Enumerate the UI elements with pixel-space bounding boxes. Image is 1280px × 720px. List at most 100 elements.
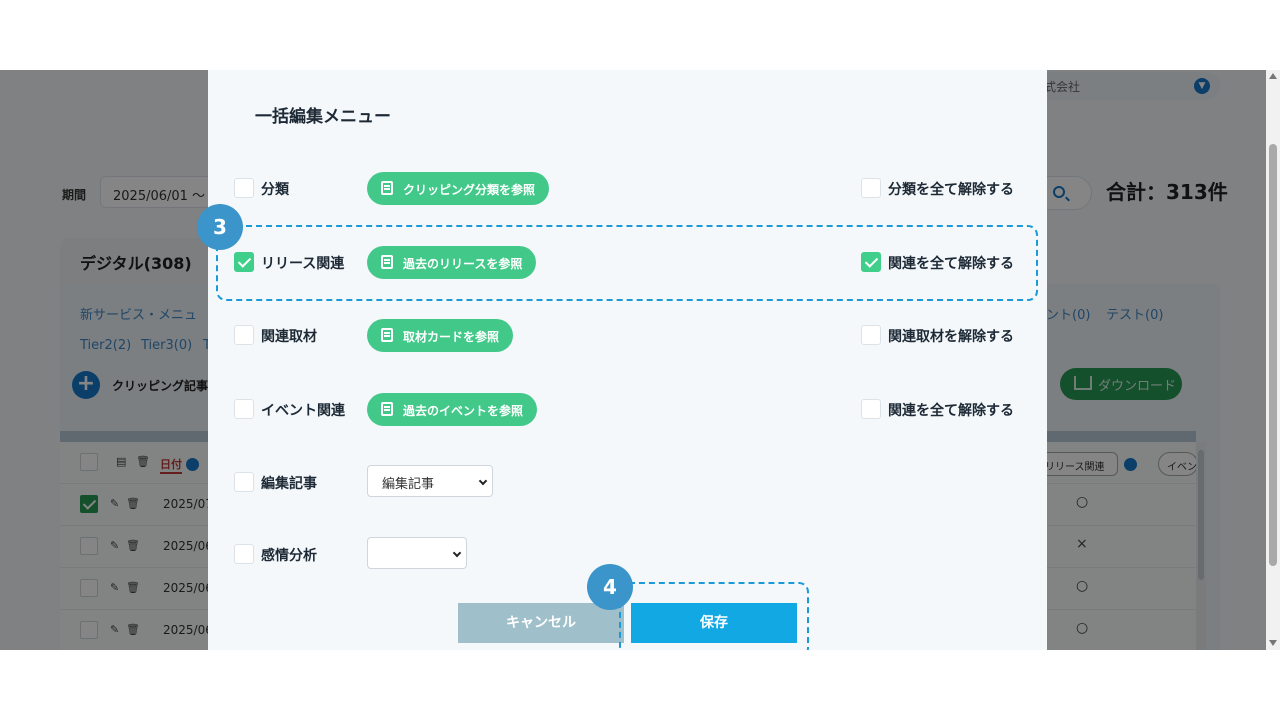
sentiment-label: 感情分析 (261, 548, 317, 564)
step-3-badge: 3 (197, 204, 243, 250)
document-icon (381, 255, 393, 269)
page-scrollbar[interactable] (1266, 70, 1280, 650)
clear-category-checkbox[interactable] (861, 178, 881, 198)
relation-filter-select[interactable]: リリース関連 (1040, 452, 1118, 476)
row-relation-mark: ○ (1076, 620, 1089, 636)
edit-article-label: 編集記事 (261, 476, 317, 492)
row-date: 2025/06 (163, 581, 213, 595)
sub-link-tier2[interactable]: Tier2(2) (80, 338, 132, 353)
sub-link-tier3[interactable]: Tier3(0) (141, 338, 193, 353)
release-checkbox[interactable] (234, 252, 254, 272)
clear-event-label: 関連を全て解除する (888, 403, 1014, 419)
total-count: 合計：313件 (1106, 180, 1228, 204)
sort-relation-icon[interactable] (1124, 458, 1137, 471)
category-checkbox[interactable] (234, 178, 254, 198)
edit-article-checkbox[interactable] (234, 472, 254, 492)
company-select[interactable]: 式会社 ▼ (1030, 72, 1220, 100)
download-icon (1074, 376, 1092, 390)
browse-past-events-button[interactable]: 過去のイベントを参照 (367, 393, 538, 426)
row-sentiment: 感情分析 (208, 536, 1047, 572)
row-edit-article: 編集記事 編集記事 (208, 464, 1047, 500)
document-icon (381, 402, 393, 416)
sub-link-new-service[interactable]: 新サービス・メニュ (80, 308, 198, 323)
clear-release-checkbox[interactable] (861, 252, 881, 272)
scroll-down-icon[interactable] (1269, 640, 1277, 646)
edit-icon[interactable]: ✎ (110, 623, 120, 636)
event-checkbox[interactable] (234, 399, 254, 419)
highlight-release-row (216, 225, 1038, 301)
row-checkbox[interactable] (80, 579, 98, 597)
row-relation-mark: ○ (1076, 494, 1089, 510)
edit-icon[interactable]: ✎ (110, 497, 120, 510)
scroll-up-icon[interactable] (1269, 73, 1277, 79)
row-checkbox[interactable] (80, 495, 98, 513)
row-date: 2025/06 (163, 539, 213, 553)
edit-icon[interactable]: ✎ (110, 539, 120, 552)
bulk-edit-modal: 一括編集メニュー 分類 クリッピング分類を参照 分類を全て解除する リリース関連… (208, 70, 1047, 650)
sentiment-checkbox[interactable] (234, 544, 254, 564)
row-checkbox[interactable] (80, 621, 98, 639)
row-date: 2025/06 (163, 623, 213, 637)
search-icon (1053, 186, 1065, 198)
table-row: ✎ 🗑 2025/06 ○ (60, 610, 1196, 650)
row-release: リリース関連 過去のリリースを参照 関連を全て解除する (208, 244, 1047, 280)
row-relation-mark: ○ (1076, 578, 1089, 594)
browse-past-events-label: 過去のイベントを参照 (403, 404, 524, 418)
bulk-delete-icon[interactable]: 🗑 (136, 455, 150, 468)
browse-interview-cards-button[interactable]: 取材カードを参照 (367, 319, 514, 352)
tab-digital[interactable]: デジタル(308) (60, 238, 210, 292)
sub-link-partial[interactable]: T (203, 338, 211, 353)
delete-icon[interactable]: 🗑 (126, 581, 140, 594)
clear-interview-label: 関連取材を解除する (888, 329, 1014, 345)
interview-checkbox[interactable] (234, 325, 254, 345)
interview-label: 関連取材 (261, 329, 317, 345)
sort-date-icon[interactable] (186, 458, 199, 471)
page-scroll-thumb[interactable] (1269, 144, 1277, 566)
modal-title: 一括編集メニュー (255, 107, 391, 127)
period-label: 期間 (62, 188, 87, 202)
save-button[interactable]: 保存 (631, 603, 797, 643)
highlight-save-button (619, 582, 809, 650)
sub-link-test[interactable]: テスト(0) (1106, 308, 1164, 323)
browse-clipping-category-button[interactable]: クリッピング分類を参照 (367, 172, 550, 205)
chevron-down-icon: ▼ (1194, 78, 1210, 94)
screenshot-area: 式会社 ▼ 期間 2025/06/01 ～ 2 合計：313件 デジタル(308… (0, 70, 1280, 650)
sentiment-select[interactable] (367, 537, 467, 569)
event-filter-pill[interactable]: イベン (1158, 452, 1198, 476)
cancel-button[interactable]: キャンセル (458, 603, 624, 643)
row-checkbox[interactable] (80, 537, 98, 555)
date-column-header[interactable]: 日付 (160, 456, 182, 474)
category-label: 分類 (261, 182, 289, 198)
browse-clipping-category-label: クリッピング分類を参照 (403, 183, 536, 197)
add-clipping-button[interactable]: + (72, 371, 100, 399)
delete-icon[interactable]: 🗑 (126, 497, 140, 510)
browse-past-releases-button[interactable]: 過去のリリースを参照 (367, 246, 537, 279)
chevron-down-icon (478, 476, 488, 486)
document-icon (381, 181, 393, 195)
table-scrollbar-vertical[interactable] (1196, 442, 1206, 650)
row-category: 分類 クリッピング分類を参照 分類を全て解除する (208, 170, 1047, 206)
sub-link-event[interactable]: ント(0) (1046, 308, 1091, 323)
browse-interview-cards-label: 取材カードを参照 (403, 330, 500, 344)
clear-event-checkbox[interactable] (861, 399, 881, 419)
clear-interview-checkbox[interactable] (861, 325, 881, 345)
row-relation-mark: × (1076, 536, 1088, 552)
delete-icon[interactable]: 🗑 (126, 623, 140, 636)
company-name: 式会社 (1044, 80, 1081, 94)
clear-category-label: 分類を全て解除する (888, 182, 1014, 198)
table-scroll-thumb[interactable] (1198, 450, 1204, 580)
clear-release-label: 関連を全て解除する (888, 256, 1014, 272)
row-interview: 関連取材 取材カードを参照 関連取材を解除する (208, 317, 1047, 353)
chevron-down-icon (452, 548, 462, 558)
select-all-checkbox[interactable] (80, 453, 98, 471)
edit-article-select-value: 編集記事 (382, 477, 435, 492)
event-label: イベント関連 (261, 403, 345, 419)
browse-past-releases-label: 過去のリリースを参照 (403, 257, 523, 271)
edit-article-select[interactable]: 編集記事 (367, 465, 493, 497)
step-4-badge: 4 (587, 564, 633, 610)
bulk-edit-icon[interactable]: ▤ (116, 455, 127, 468)
edit-icon[interactable]: ✎ (110, 581, 120, 594)
download-button[interactable]: ダウンロード (1060, 368, 1182, 400)
row-date: 2025/07 (163, 497, 213, 511)
delete-icon[interactable]: 🗑 (126, 539, 140, 552)
